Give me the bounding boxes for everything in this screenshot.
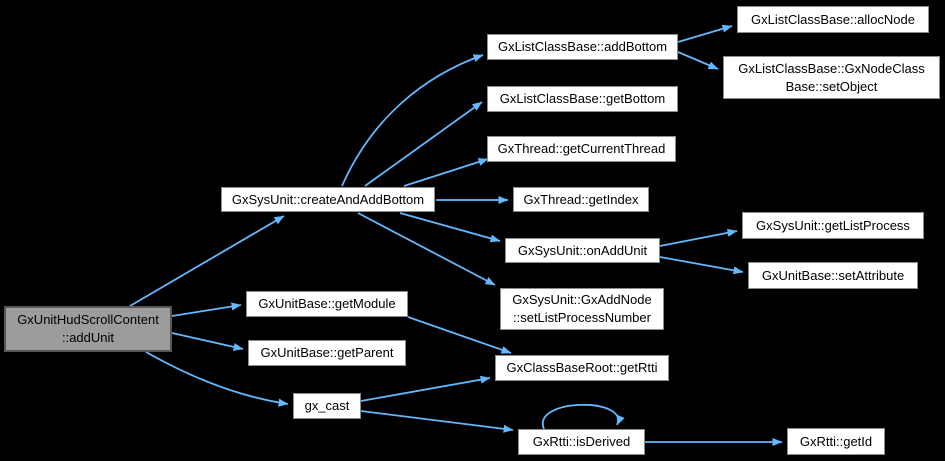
node-createandaddbottom[interactable]: GxSysUnit::createAndAddBottom [221,187,435,212]
edge-addunit-gxcast [145,351,289,407]
edge-create-setlistprocessnumber [357,212,496,286]
node-getindex[interactable]: GxThread::getIndex [513,187,649,212]
edge-isderived-selfloop [541,403,625,430]
edge-gxcast-getrtti [360,375,491,402]
node-getid[interactable]: GxRtti::getId [787,428,885,455]
edge-addbottom-setobject [677,51,719,70]
node-onaddunit[interactable]: GxSysUnit::onAddUnit [505,238,660,263]
edge-addunit-getmodule [171,302,242,317]
node-setobject[interactable]: GxListClassBase::GxNodeClass Base::setOb… [723,56,940,99]
node-getbottom[interactable]: GxListClassBase::getBottom [487,86,678,112]
node-setlistprocessnumber[interactable]: GxSysUnit::GxAddNode ::setListProcessNum… [500,288,664,330]
edge-onaddunit-getlistprocess [659,228,738,247]
edge-create-onaddunit [399,212,501,243]
node-getlistprocess[interactable]: GxSysUnit::getListProcess [742,212,924,239]
node-isderived[interactable]: GxRtti::isDerived [518,429,645,455]
edge-addbottom-allocnode [677,24,733,43]
edge-gxcast-isderived [360,410,514,433]
node-allocnode[interactable]: GxListClassBase::allocNode [737,6,929,33]
edge-getmodule-getrtti [407,316,512,354]
node-getmodule[interactable]: GxUnitBase::getModule [246,291,408,317]
edge-create-getcurrentthread [403,158,489,187]
edge-addunit-getparent [171,332,244,351]
node-gx-cast[interactable]: gx_cast [293,393,361,419]
node-getparent[interactable]: GxUnitBase::getParent [248,340,406,366]
edge-create-getbottom [364,101,483,187]
node-getrtti[interactable]: GxClassBaseRoot::getRtti [495,355,669,381]
node-addunit[interactable]: GxUnitHudScrollContent ::addUnit [4,306,172,352]
node-setattribute[interactable]: GxUnitBase::setAttribute [748,262,918,289]
edge-create-addbottom [341,54,484,187]
edge-onaddunit-setattribute [659,256,744,275]
node-getcurrentthread[interactable]: GxThread::getCurrentThread [487,136,676,162]
edge-addunit-createandaddbottom [129,215,285,307]
node-addbottom[interactable]: GxListClassBase::addBottom [487,34,678,60]
